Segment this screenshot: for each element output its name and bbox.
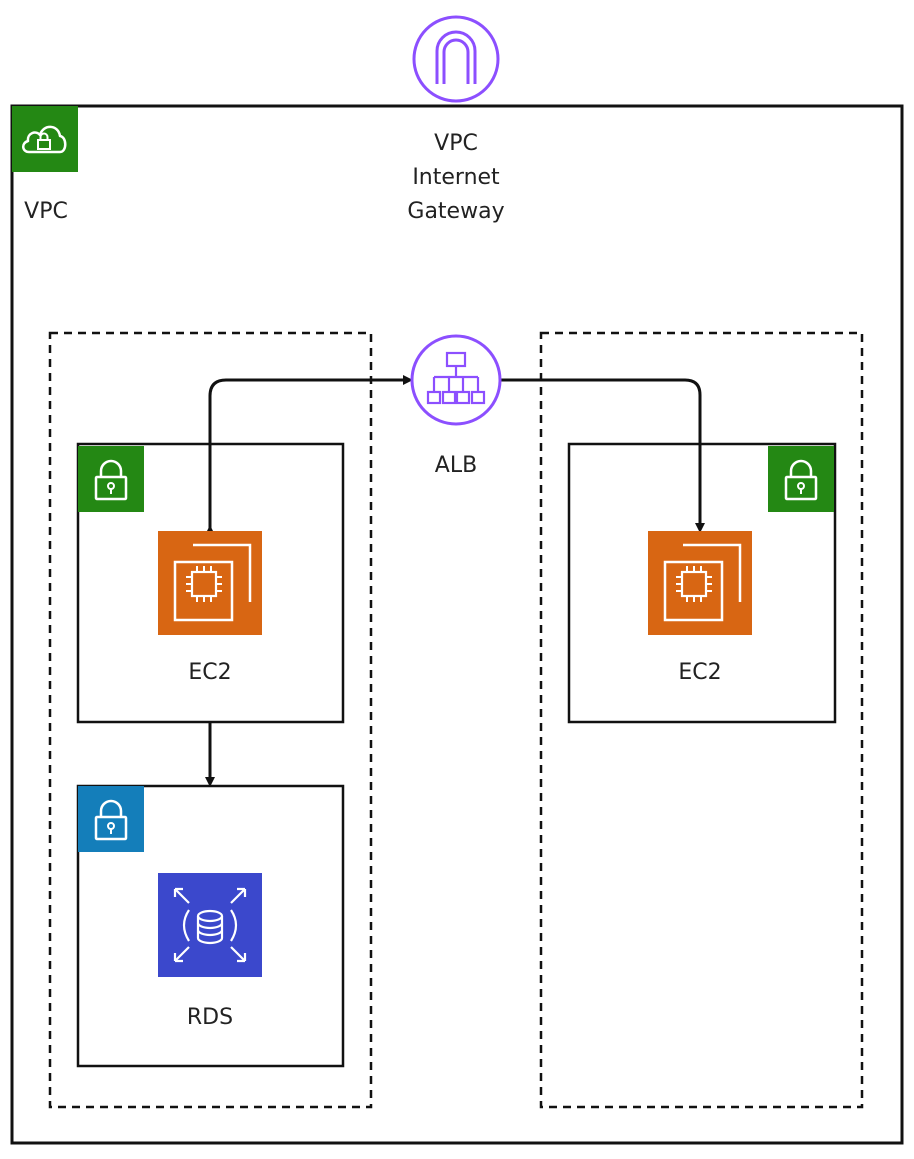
availability-zone-left [48, 331, 373, 1109]
rds-label: RDS [187, 1005, 233, 1030]
availability-zone-right [539, 331, 864, 1109]
connector-alb-to-ec2-right [500, 378, 705, 533]
ec2-instance-icon [158, 531, 262, 635]
vpc-cloud-lock-icon [12, 106, 78, 172]
application-load-balancer-icon [410, 334, 502, 426]
subnet-lock-icon [78, 446, 144, 512]
vpc-label: VPC [24, 199, 68, 224]
alb-label: ALB [435, 453, 477, 478]
subnet-lock-icon [768, 446, 834, 512]
ec2-instance-icon [648, 531, 752, 635]
igw-label-line1: VPC [434, 131, 478, 156]
igw-label-line3: Gateway [407, 199, 504, 224]
ec2-right-label: EC2 [678, 660, 721, 685]
igw-label-line2: Internet [412, 165, 500, 190]
rds-database-icon [158, 873, 262, 977]
subnet-lock-icon [78, 786, 144, 852]
internet-gateway-icon [412, 15, 500, 103]
ec2-left-label: EC2 [188, 660, 231, 685]
connector-ec2-left-to-alb [205, 375, 413, 535]
